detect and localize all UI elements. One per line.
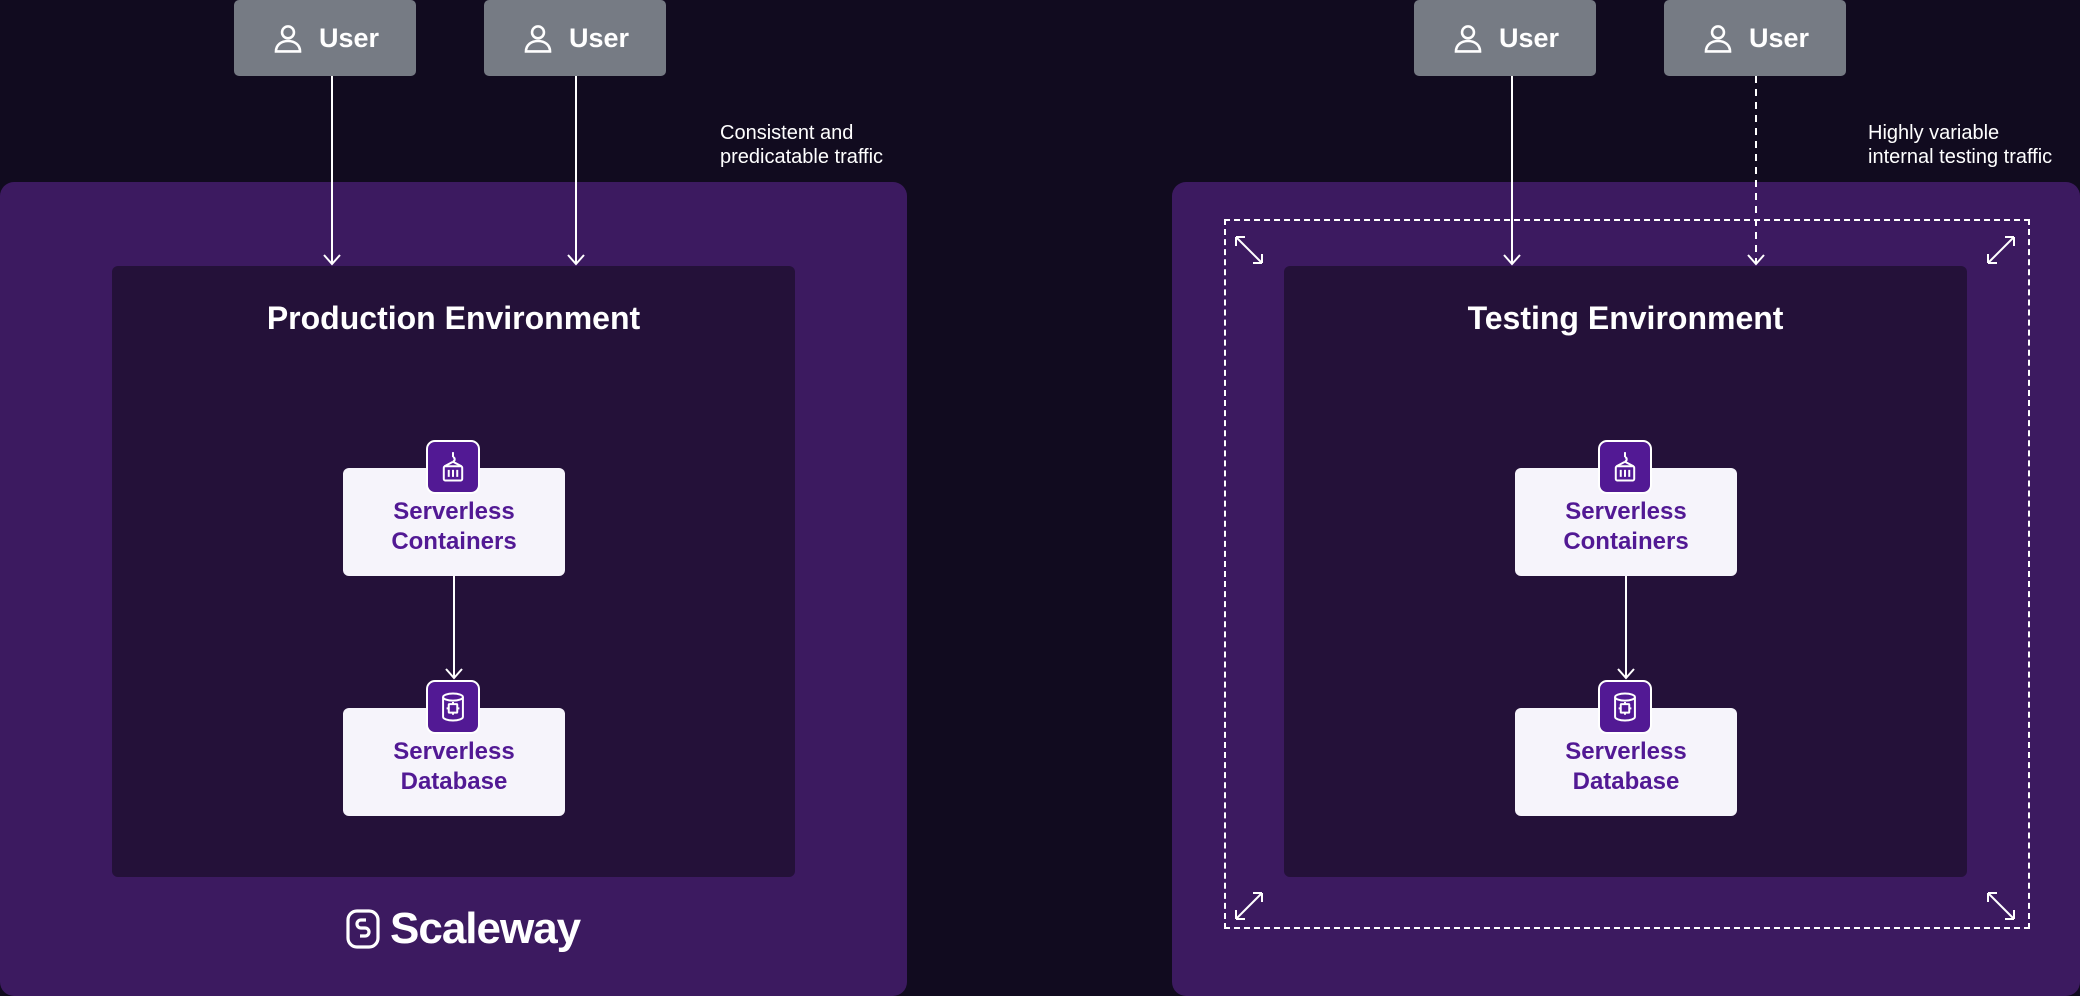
scale-arrow-top-right-icon — [1983, 232, 2019, 273]
user-icon — [1454, 25, 1482, 53]
user-icon — [1704, 25, 1732, 53]
user-icon — [274, 25, 302, 53]
user-label: User — [1748, 22, 1810, 53]
note-line-2: predicatable traffic — [720, 146, 884, 168]
production-traffic-note: Consistent and predicatable traffic — [720, 121, 883, 169]
note-line-1: Consistent and — [720, 122, 854, 144]
card-label-1: Serverless — [393, 738, 515, 765]
testing-user-2[interactable]: User — [1664, 0, 1846, 76]
scale-arrow-top-left-icon — [1231, 232, 1267, 273]
user-label: User — [568, 22, 630, 53]
note-line-2: internal testing traffic — [1868, 146, 2053, 168]
card-label-2: Database — [1572, 768, 1680, 795]
card-label-2: Containers — [1563, 528, 1689, 555]
card-label-1: Serverless — [393, 498, 515, 525]
testing-title: Testing Environment — [1467, 300, 1784, 336]
brand-name: Scaleway — [390, 904, 581, 953]
card-label-2: Database — [400, 768, 508, 795]
card-label-1: Serverless — [1565, 498, 1687, 525]
containers-icon — [426, 440, 480, 494]
scale-arrow-bottom-left-icon — [1231, 888, 1267, 929]
note-line-1: Highly variable — [1868, 122, 2000, 144]
production-containers-card[interactable]: Serverless Containers — [343, 468, 565, 576]
scaleway-logo-icon — [346, 909, 380, 949]
user-label: User — [1498, 22, 1560, 53]
testing-containers-card[interactable]: Serverless Containers — [1515, 468, 1737, 576]
containers-icon — [1598, 440, 1652, 494]
card-label-2: Containers — [391, 528, 517, 555]
production-title: Production Environment — [266, 300, 641, 336]
scaleway-logo: Scaleway — [346, 904, 581, 954]
database-icon — [1598, 680, 1652, 734]
production-user-1[interactable]: User — [234, 0, 416, 76]
production-user-2[interactable]: User — [484, 0, 666, 76]
autoscale-boundary — [1224, 219, 2030, 929]
user-icon — [524, 25, 552, 53]
testing-user-1[interactable]: User — [1414, 0, 1596, 76]
card-label-1: Serverless — [1565, 738, 1687, 765]
user-label: User — [318, 22, 380, 53]
testing-traffic-note: Highly variable internal testing traffic — [1868, 121, 2052, 169]
scale-arrow-bottom-right-icon — [1983, 888, 2019, 929]
database-icon — [426, 680, 480, 734]
